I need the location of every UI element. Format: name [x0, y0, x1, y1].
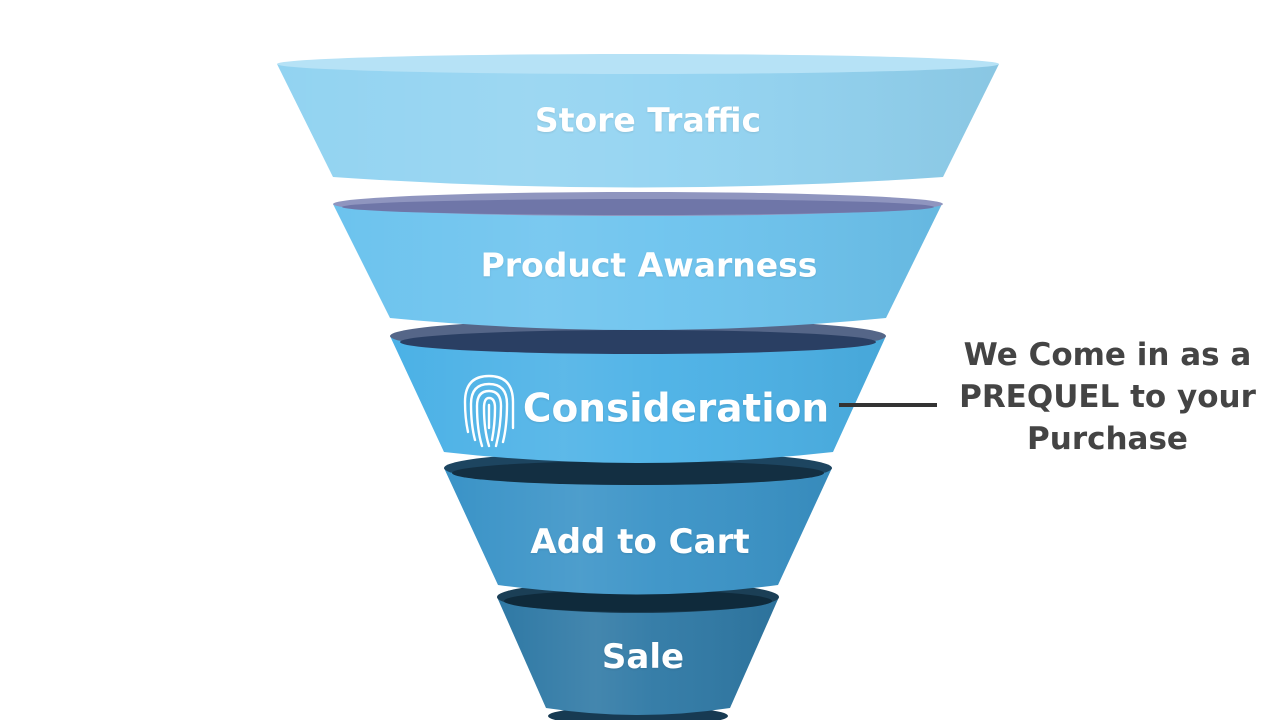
- callout-text: We Come in as a PREQUEL to your Purchase: [950, 334, 1265, 460]
- stage-label-consideration: Consideration: [522, 386, 830, 432]
- stage-label-product-awarness: Product Awarness: [480, 245, 818, 285]
- sale-opening: [504, 590, 772, 612]
- add-to-cart-opening: [452, 461, 824, 485]
- funnel-stage-store-traffic: [277, 54, 999, 188]
- fingerprint-icon: [463, 374, 515, 448]
- product-awarness-opening: [342, 199, 934, 215]
- funnel-stage-product-awarness: [333, 192, 943, 330]
- callout-line-1: We Come in as a: [963, 337, 1252, 373]
- stage-label-sale: Sale: [601, 637, 685, 677]
- stage-label-store-traffic: Store Traffic: [534, 100, 762, 140]
- callout-line-2: PREQUEL to your: [959, 379, 1256, 415]
- callout-line-3: Purchase: [1027, 421, 1188, 457]
- store-traffic-rim: [277, 54, 999, 74]
- consideration-opening: [400, 330, 876, 354]
- funnel-stage-consideration: [390, 319, 886, 463]
- stage-label-add-to-cart: Add to Cart: [530, 522, 750, 562]
